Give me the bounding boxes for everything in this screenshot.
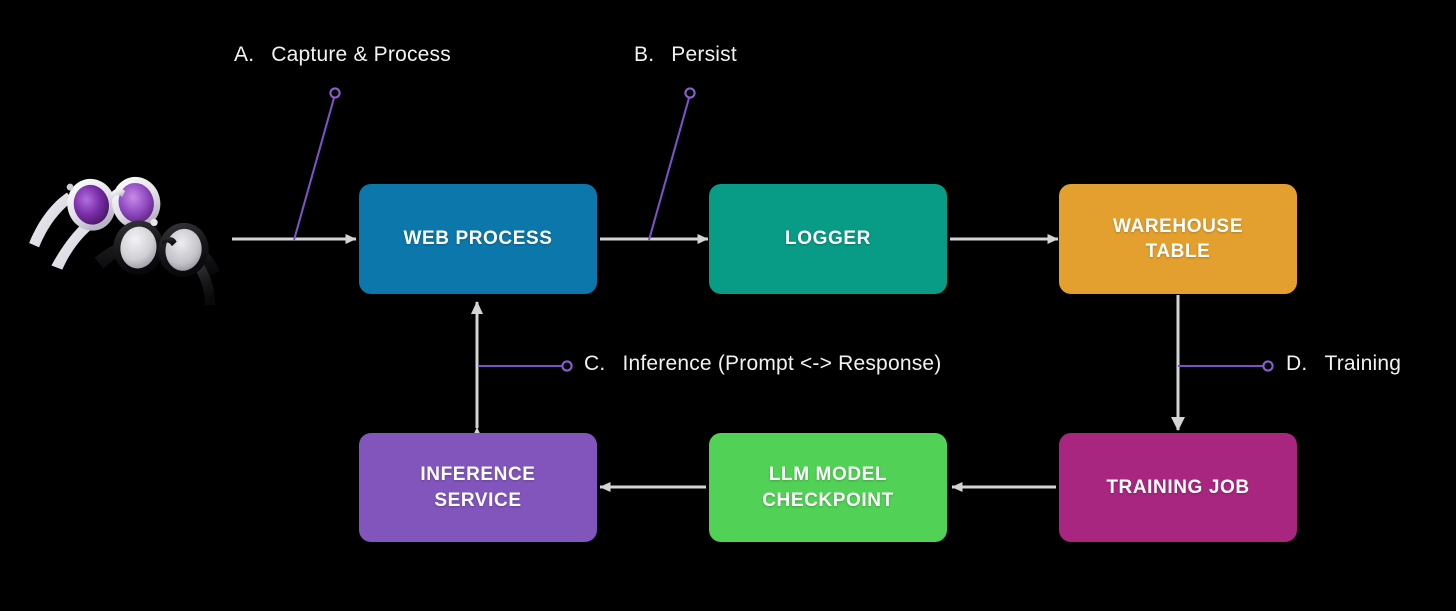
leader-dot-d [1262, 360, 1274, 372]
callout-b: B. Persist [634, 43, 737, 67]
node-web-process[interactable]: WEB PROCESS [359, 184, 597, 294]
node-warehouse-table-label: WAREHOUSE TABLE [1113, 215, 1243, 262]
callout-d-text: Training [1324, 352, 1402, 375]
callout-b-key: B. [634, 43, 655, 66]
callout-a-text: Capture & Process [271, 43, 451, 66]
callout-a: A. Capture & Process [234, 43, 451, 67]
black-glasses [94, 218, 220, 306]
leader-dot-c [561, 360, 573, 372]
leader-line-a [292, 97, 336, 241]
node-inference-service[interactable]: INFERENCE SERVICE [359, 433, 597, 542]
callout-c-text: Inference (Prompt <-> Response) [622, 352, 942, 375]
node-inference-service-label: INFERENCE SERVICE [420, 464, 536, 511]
node-logger[interactable]: LOGGER [709, 184, 947, 294]
node-web-process-label: WEB PROCESS [403, 228, 553, 250]
callout-d: D. Training [1286, 352, 1401, 376]
leader-dot-a [329, 87, 341, 99]
callout-d-key: D. [1286, 352, 1308, 375]
node-training-job[interactable]: TRAINING JOB [1059, 433, 1297, 542]
callout-c: C. Inference (Prompt <-> Response) [584, 352, 941, 376]
leader-line-b [647, 97, 691, 241]
node-logger-label: LOGGER [785, 228, 871, 250]
white-glasses [29, 176, 161, 270]
callout-b-text: Persist [671, 43, 737, 66]
node-llm-model-checkpoint[interactable]: LLM MODEL CHECKPOINT [709, 433, 947, 542]
node-training-job-label: TRAINING JOB [1106, 476, 1250, 498]
smart-glasses-artwork [14, 158, 240, 308]
callout-a-key: A. [234, 43, 255, 66]
callout-c-key: C. [584, 352, 606, 375]
node-warehouse-table[interactable]: WAREHOUSE TABLE [1059, 184, 1297, 294]
leader-dot-b [684, 87, 696, 99]
node-llm-model-checkpoint-label: LLM MODEL CHECKPOINT [762, 464, 894, 511]
